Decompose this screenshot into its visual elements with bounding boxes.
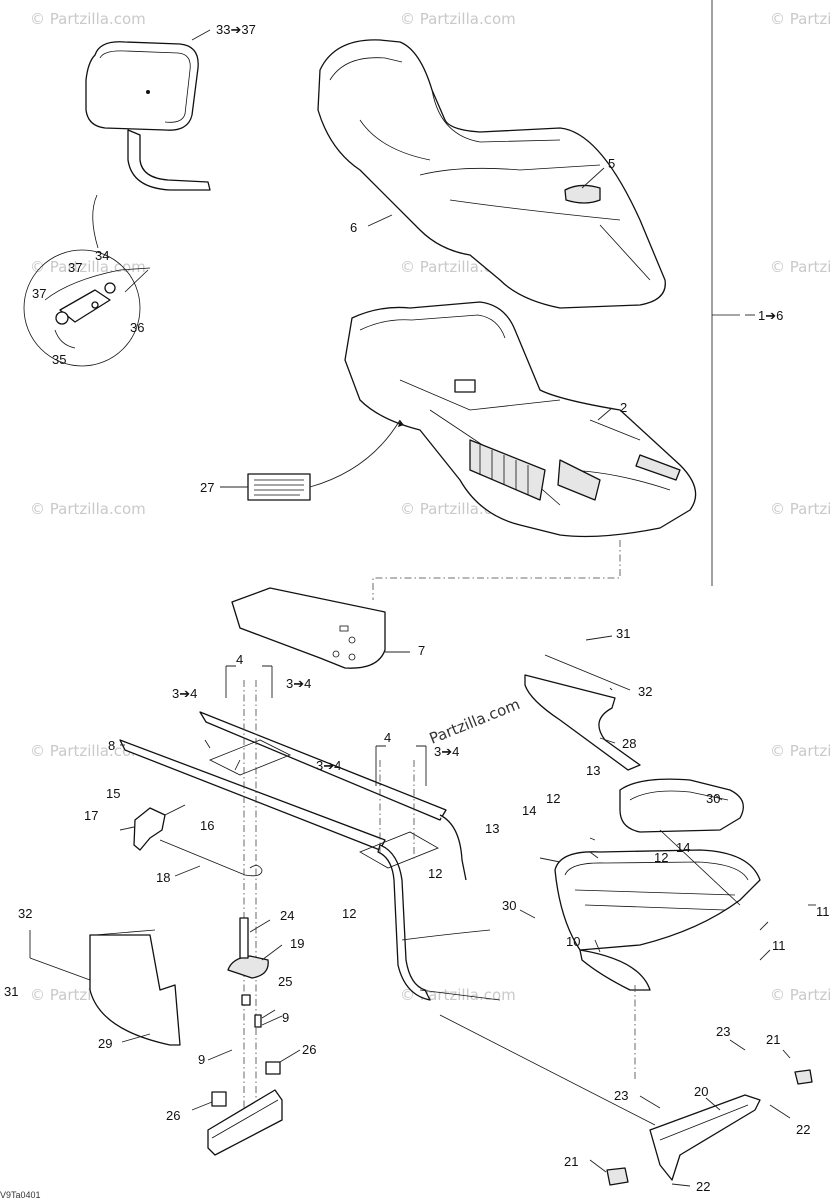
guard-29 bbox=[29, 929, 181, 1046]
centerline bbox=[379, 760, 636, 1080]
callout-29: 29 bbox=[98, 1036, 112, 1051]
callout-17: 17 bbox=[84, 808, 98, 823]
callout-9: 9 bbox=[282, 1010, 289, 1025]
callout-3-4: 3➔4 bbox=[172, 686, 197, 701]
decal-label bbox=[247, 419, 404, 501]
frame bbox=[119, 711, 501, 1001]
callouts: 33➔37 5 6 34 37 37 36 35 1➔6 2 27 7 4 3➔… bbox=[0, 22, 830, 1200]
callout-24: 24 bbox=[280, 908, 294, 923]
slide-rail bbox=[207, 1061, 283, 1156]
watermark: © Partzilla.com bbox=[30, 500, 146, 518]
callout-3-4: 3➔4 bbox=[286, 676, 311, 691]
callout-1-6: 1➔6 bbox=[758, 308, 783, 323]
callout-22: 22 bbox=[796, 1122, 810, 1137]
watermark: © Partzilla.com bbox=[30, 10, 146, 28]
callout-23: 23 bbox=[614, 1088, 628, 1103]
latch-bracket bbox=[133, 804, 263, 877]
watermark-link: Partzilla.com bbox=[427, 695, 523, 748]
callout-4: 4 bbox=[236, 652, 243, 667]
seat-base bbox=[344, 301, 697, 538]
callout-30: 30 bbox=[706, 791, 720, 806]
callout-19: 19 bbox=[290, 936, 304, 951]
watermark: © Partzilla.com bbox=[770, 10, 831, 28]
callout-12: 12 bbox=[654, 850, 668, 865]
callout-11: 11 bbox=[816, 904, 830, 919]
callout-9: 9 bbox=[198, 1052, 205, 1067]
watermark: © Partzilla.com bbox=[770, 258, 831, 276]
callout-28: 28 bbox=[622, 736, 636, 751]
callout-27: 27 bbox=[200, 480, 214, 495]
callout-14: 14 bbox=[522, 803, 536, 818]
callout-35: 35 bbox=[52, 352, 66, 367]
callout-20: 20 bbox=[694, 1084, 708, 1099]
callout-23: 23 bbox=[716, 1024, 730, 1039]
callout-2: 2 bbox=[620, 400, 627, 415]
callout-15: 15 bbox=[106, 786, 120, 801]
callout-18: 18 bbox=[156, 870, 170, 885]
callout-10: 10 bbox=[566, 934, 580, 949]
callout-6: 6 bbox=[350, 220, 357, 235]
callout-5: 5 bbox=[608, 156, 615, 171]
watermark: © Partzilla.com bbox=[770, 500, 831, 518]
callout-21: 21 bbox=[564, 1154, 578, 1169]
callout-14: 14 bbox=[676, 840, 690, 855]
shock-assembly bbox=[227, 680, 269, 1120]
callout-34: 34 bbox=[95, 248, 109, 263]
watermark: © Partzilla.com bbox=[770, 742, 831, 760]
callout-12: 12 bbox=[428, 866, 442, 881]
callout-22: 22 bbox=[696, 1179, 710, 1194]
callout-11: 11 bbox=[772, 938, 786, 953]
callout-3-4: 3➔4 bbox=[316, 758, 341, 773]
watermark: © Partzilla.com bbox=[30, 742, 146, 760]
callout-32: 32 bbox=[18, 906, 32, 921]
callout-21: 21 bbox=[766, 1032, 780, 1047]
callout-25: 25 bbox=[278, 974, 292, 989]
callout-33-37: 33➔37 bbox=[216, 22, 256, 37]
callout-37: 37 bbox=[68, 260, 82, 275]
seat-upper bbox=[317, 39, 666, 309]
guard-28 bbox=[524, 654, 641, 771]
watermark: © Partzilla.com bbox=[30, 258, 146, 276]
callout-26: 26 bbox=[166, 1108, 180, 1123]
callout-36: 36 bbox=[130, 320, 144, 335]
watermark: © Partzilla.com bbox=[770, 986, 831, 1004]
rear-bracket bbox=[439, 1014, 813, 1186]
callout-31: 31 bbox=[4, 984, 18, 999]
backrest bbox=[85, 41, 211, 249]
leader-lines bbox=[29, 29, 816, 1187]
callout-3-4: 3➔4 bbox=[434, 744, 459, 759]
drawing-code: V9Ta0401 bbox=[0, 1190, 41, 1200]
callout-13: 13 bbox=[586, 763, 600, 778]
callout-16: 16 bbox=[200, 818, 214, 833]
callout-7: 7 bbox=[418, 643, 425, 658]
callout-12: 12 bbox=[546, 791, 560, 806]
callout-12: 12 bbox=[342, 906, 356, 921]
callout-8: 8 bbox=[108, 738, 115, 753]
callout-26: 26 bbox=[302, 1042, 316, 1057]
centerline bbox=[372, 540, 621, 600]
callout-37: 37 bbox=[32, 286, 46, 301]
detail-circle bbox=[23, 249, 151, 367]
callout-31: 31 bbox=[616, 626, 630, 641]
watermark: © Partzilla.com bbox=[400, 10, 516, 28]
callout-32: 32 bbox=[638, 684, 652, 699]
callout-4: 4 bbox=[384, 730, 391, 745]
seat-pad bbox=[231, 587, 386, 669]
group-bracket bbox=[711, 0, 740, 586]
callout-30: 30 bbox=[502, 898, 516, 913]
callout-13: 13 bbox=[485, 821, 499, 836]
rear-tray bbox=[554, 778, 761, 991]
